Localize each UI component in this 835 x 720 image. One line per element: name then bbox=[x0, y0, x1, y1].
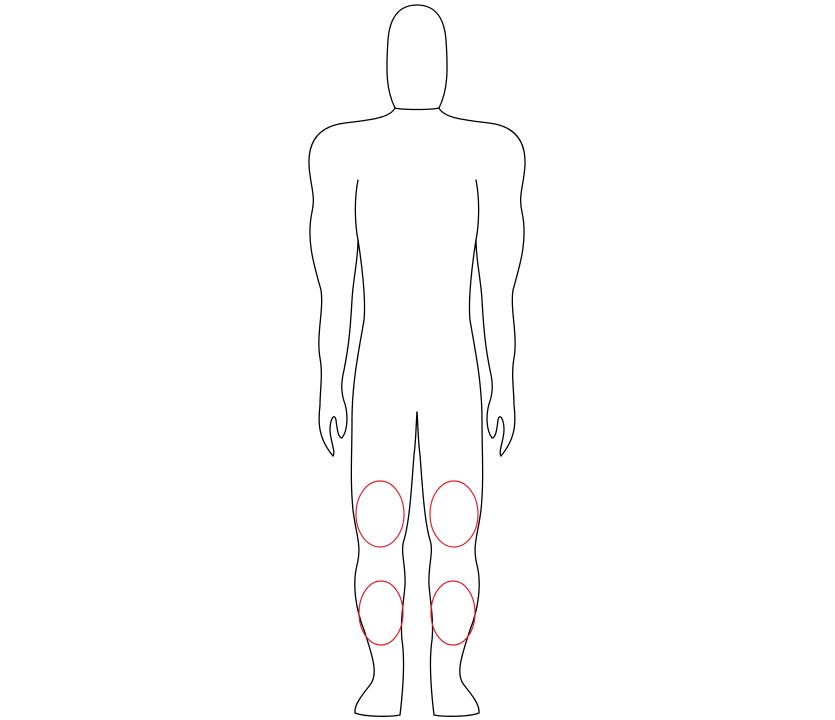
left-shin-marker bbox=[358, 580, 404, 646]
head-outline bbox=[386, 4, 448, 111]
right-shin-marker bbox=[430, 580, 476, 646]
right-knee-marker bbox=[429, 480, 479, 548]
left-hand-outline bbox=[329, 239, 359, 457]
right-torso-outline bbox=[416, 179, 484, 717]
left-knee-marker bbox=[355, 480, 405, 548]
left-arm-outer-outline bbox=[308, 107, 396, 457]
left-torso-outline bbox=[350, 179, 418, 717]
right-arm-outer-outline bbox=[438, 107, 526, 457]
right-hand-outline bbox=[475, 239, 505, 457]
